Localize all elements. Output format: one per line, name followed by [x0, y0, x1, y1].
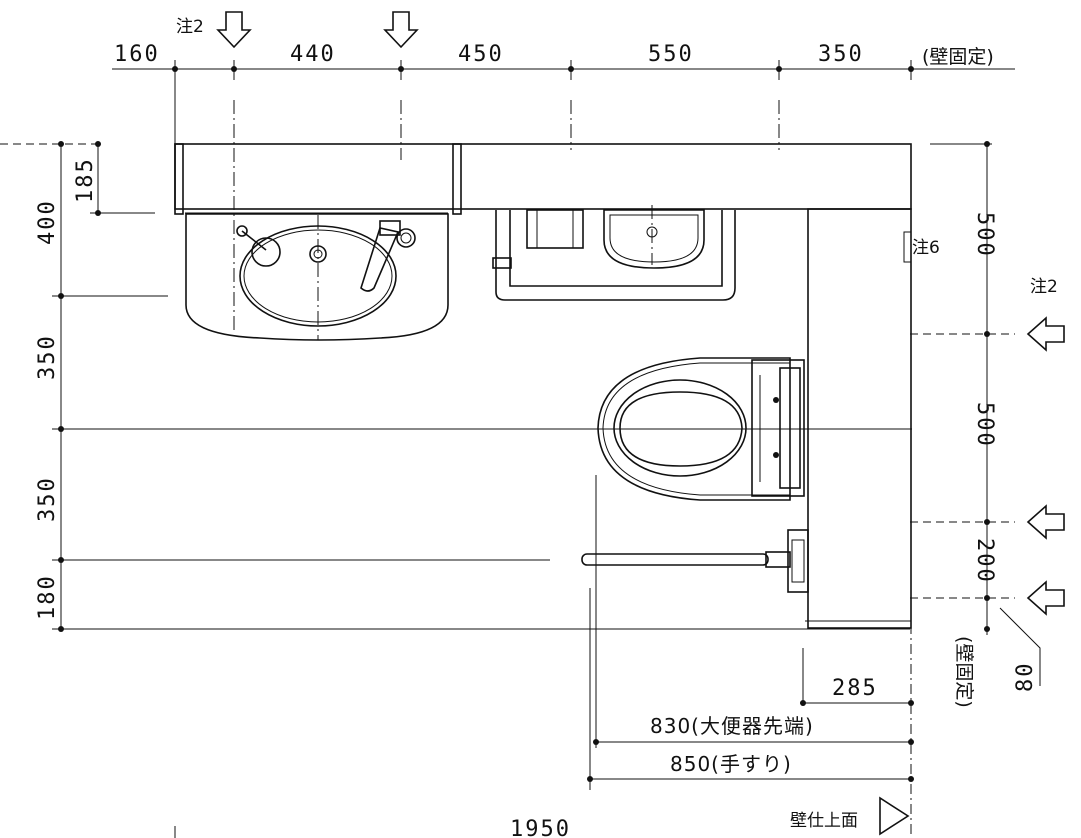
right-dim-500-lower: 500	[972, 402, 997, 448]
right-wall-column	[805, 144, 912, 838]
top-dim-440: 440	[290, 42, 336, 67]
note-2-right: 注2	[1030, 277, 1058, 297]
note-6: 注6	[912, 238, 940, 258]
right-dimension-chain: 500 500 200 80 (壁固定)	[953, 141, 1041, 708]
washbasin	[185, 213, 449, 341]
faucet-icon	[360, 220, 416, 292]
left-dimension-chain: 185 400 350 350 180	[0, 141, 910, 632]
left-dim-350-upper: 350	[35, 334, 60, 380]
top-wall-fixed-label: (壁固定)	[922, 46, 994, 68]
lever-icon	[236, 225, 281, 267]
triangle-marker-icon	[879, 796, 910, 836]
top-dim-160: 160	[114, 42, 160, 67]
bottom-dim-1950: 1950	[510, 817, 571, 838]
top-dimension-chain: 160 440 450 550 350 (壁固定)	[112, 42, 1015, 150]
bottom-dim-830: 830(大便器先端)	[650, 714, 814, 738]
left-arrow-icon	[1026, 504, 1065, 540]
right-dim-500-upper: 500	[972, 212, 997, 258]
right-wall-fixed-label: (壁固定)	[953, 636, 975, 708]
left-arrow-icon	[1026, 316, 1065, 352]
down-arrow-icon	[383, 11, 419, 49]
down-arrow-icon	[216, 11, 252, 49]
left-dim-185: 185	[73, 157, 98, 203]
top-dim-450: 450	[458, 42, 504, 67]
left-arrow-icon	[1026, 580, 1065, 616]
toilet	[597, 357, 805, 501]
left-dim-400: 400	[35, 199, 60, 245]
bottom-dim-285: 285	[832, 676, 878, 701]
right-dim-200: 200	[972, 538, 997, 584]
small-sink-unit	[492, 209, 736, 301]
top-dim-350: 350	[818, 42, 864, 67]
top-dim-550: 550	[648, 42, 694, 67]
counter	[174, 143, 912, 215]
bottom-dimension-chain: 285 830(大便器先端) 850(手すり) 1950	[174, 475, 914, 838]
left-dim-180: 180	[35, 574, 60, 620]
right-dim-80: 80	[1013, 662, 1038, 693]
bottom-dim-850: 850(手すり)	[670, 752, 792, 776]
grab-bar	[581, 529, 809, 593]
wall-finish-face-label: 壁仕上面	[790, 811, 858, 831]
note-2-top: 注2	[176, 17, 204, 37]
left-dim-350-lower: 350	[35, 476, 60, 522]
